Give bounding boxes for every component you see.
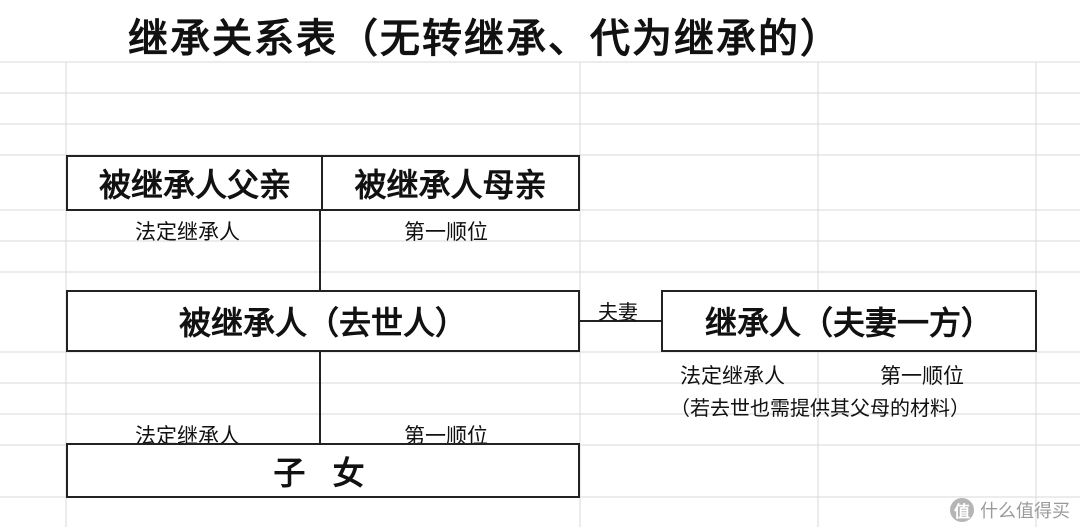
watermark: 值 什么值得买 — [950, 497, 1070, 523]
spouse-link-label: 夫妻 — [598, 300, 638, 324]
page-title: 继承关系表（无转继承、代为继承的） — [128, 16, 842, 62]
parents-order-label: 第一顺位 — [404, 220, 488, 244]
mother-label: 被继承人母亲 — [354, 166, 547, 204]
spouse-heir-label: 法定继承人 — [680, 364, 785, 388]
father-label: 被继承人父亲 — [98, 166, 291, 204]
parents-connector — [319, 210, 321, 292]
spouse-note: （若去世也需提供其父母的材料） — [670, 396, 970, 420]
children-label: 子 女 — [273, 453, 373, 492]
spouse-label: 继承人（夫妻一方） — [704, 304, 993, 342]
watermark-text: 什么值得买 — [980, 501, 1070, 522]
children-connector — [319, 352, 321, 444]
mother-cell: 被继承人母亲 — [323, 157, 578, 209]
spouse-connector — [580, 320, 662, 322]
father-cell: 被继承人父亲 — [68, 157, 322, 209]
deceased-label: 被继承人（去世人） — [178, 304, 467, 342]
parents-box: 被继承人父亲 被继承人母亲 — [66, 155, 580, 211]
spouse-order-label: 第一顺位 — [880, 364, 964, 388]
spouse-box: 继承人（夫妻一方） — [661, 290, 1037, 352]
parents-divider — [321, 157, 323, 209]
deceased-box: 被继承人（去世人） — [66, 290, 580, 352]
children-box: 子 女 — [66, 443, 580, 498]
watermark-logo-icon: 值 — [950, 498, 974, 522]
parents-heir-label: 法定继承人 — [135, 220, 240, 244]
